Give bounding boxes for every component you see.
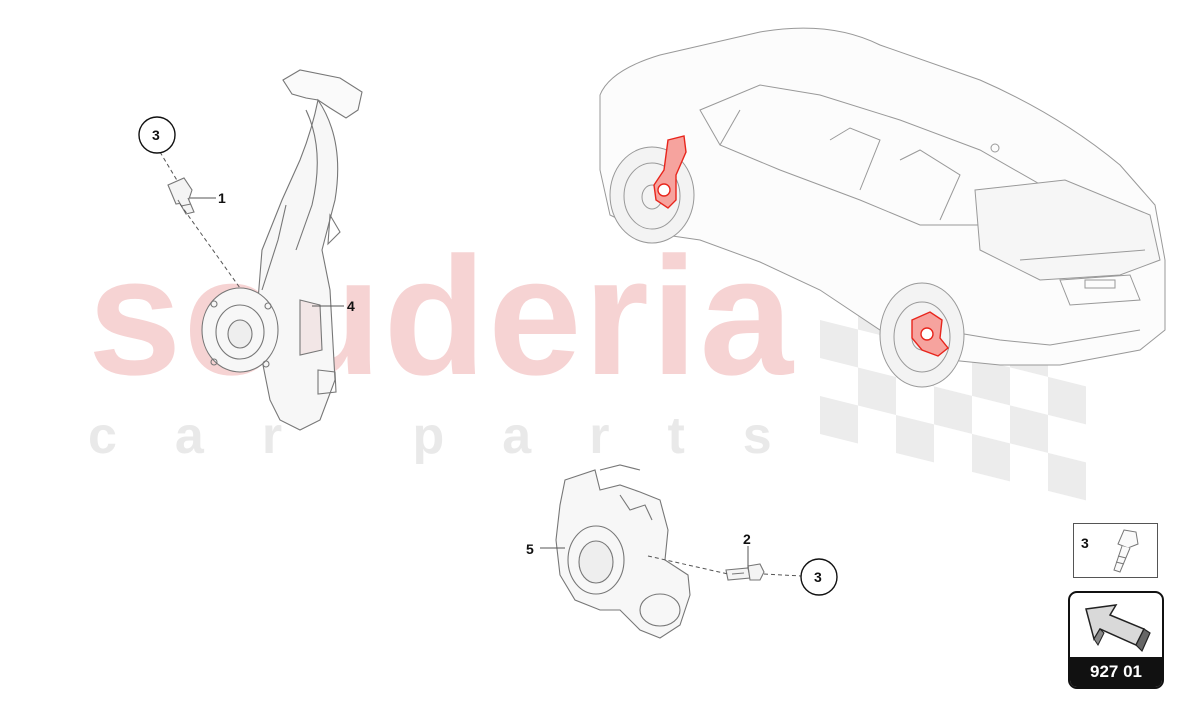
leader-lines	[159, 151, 803, 577]
highlight-front-knuckle	[653, 135, 687, 209]
callout-circle-bottom	[800, 558, 838, 596]
vehicle-drawing	[599, 27, 1166, 388]
highlight-rear-knuckle	[911, 311, 949, 357]
callout-4-label: 4	[347, 298, 355, 314]
sensor-part-1-drawing	[167, 177, 195, 215]
callout-3-top-label: 3	[152, 127, 160, 143]
callout-2-label: 2	[743, 531, 751, 547]
nav-page-code: 927 01	[1070, 657, 1162, 687]
callout-5-label: 5	[526, 541, 534, 557]
legend-number: 3	[1081, 535, 1089, 551]
callout-circle-top	[138, 116, 176, 154]
callout-1-label: 1	[218, 190, 226, 206]
sensor-part-2-drawing	[725, 563, 765, 581]
steering-knuckle-drawing	[201, 69, 363, 431]
bolt-icon	[1113, 529, 1139, 573]
legend-box: 3	[1073, 523, 1158, 578]
nav-back-button[interactable]: 927 01	[1068, 591, 1164, 689]
arrow-icon	[1085, 604, 1151, 653]
callout-3-bottom-label: 3	[814, 569, 822, 585]
rear-knuckle-drawing	[555, 464, 691, 639]
watermark-sub: car parts	[88, 407, 830, 465]
